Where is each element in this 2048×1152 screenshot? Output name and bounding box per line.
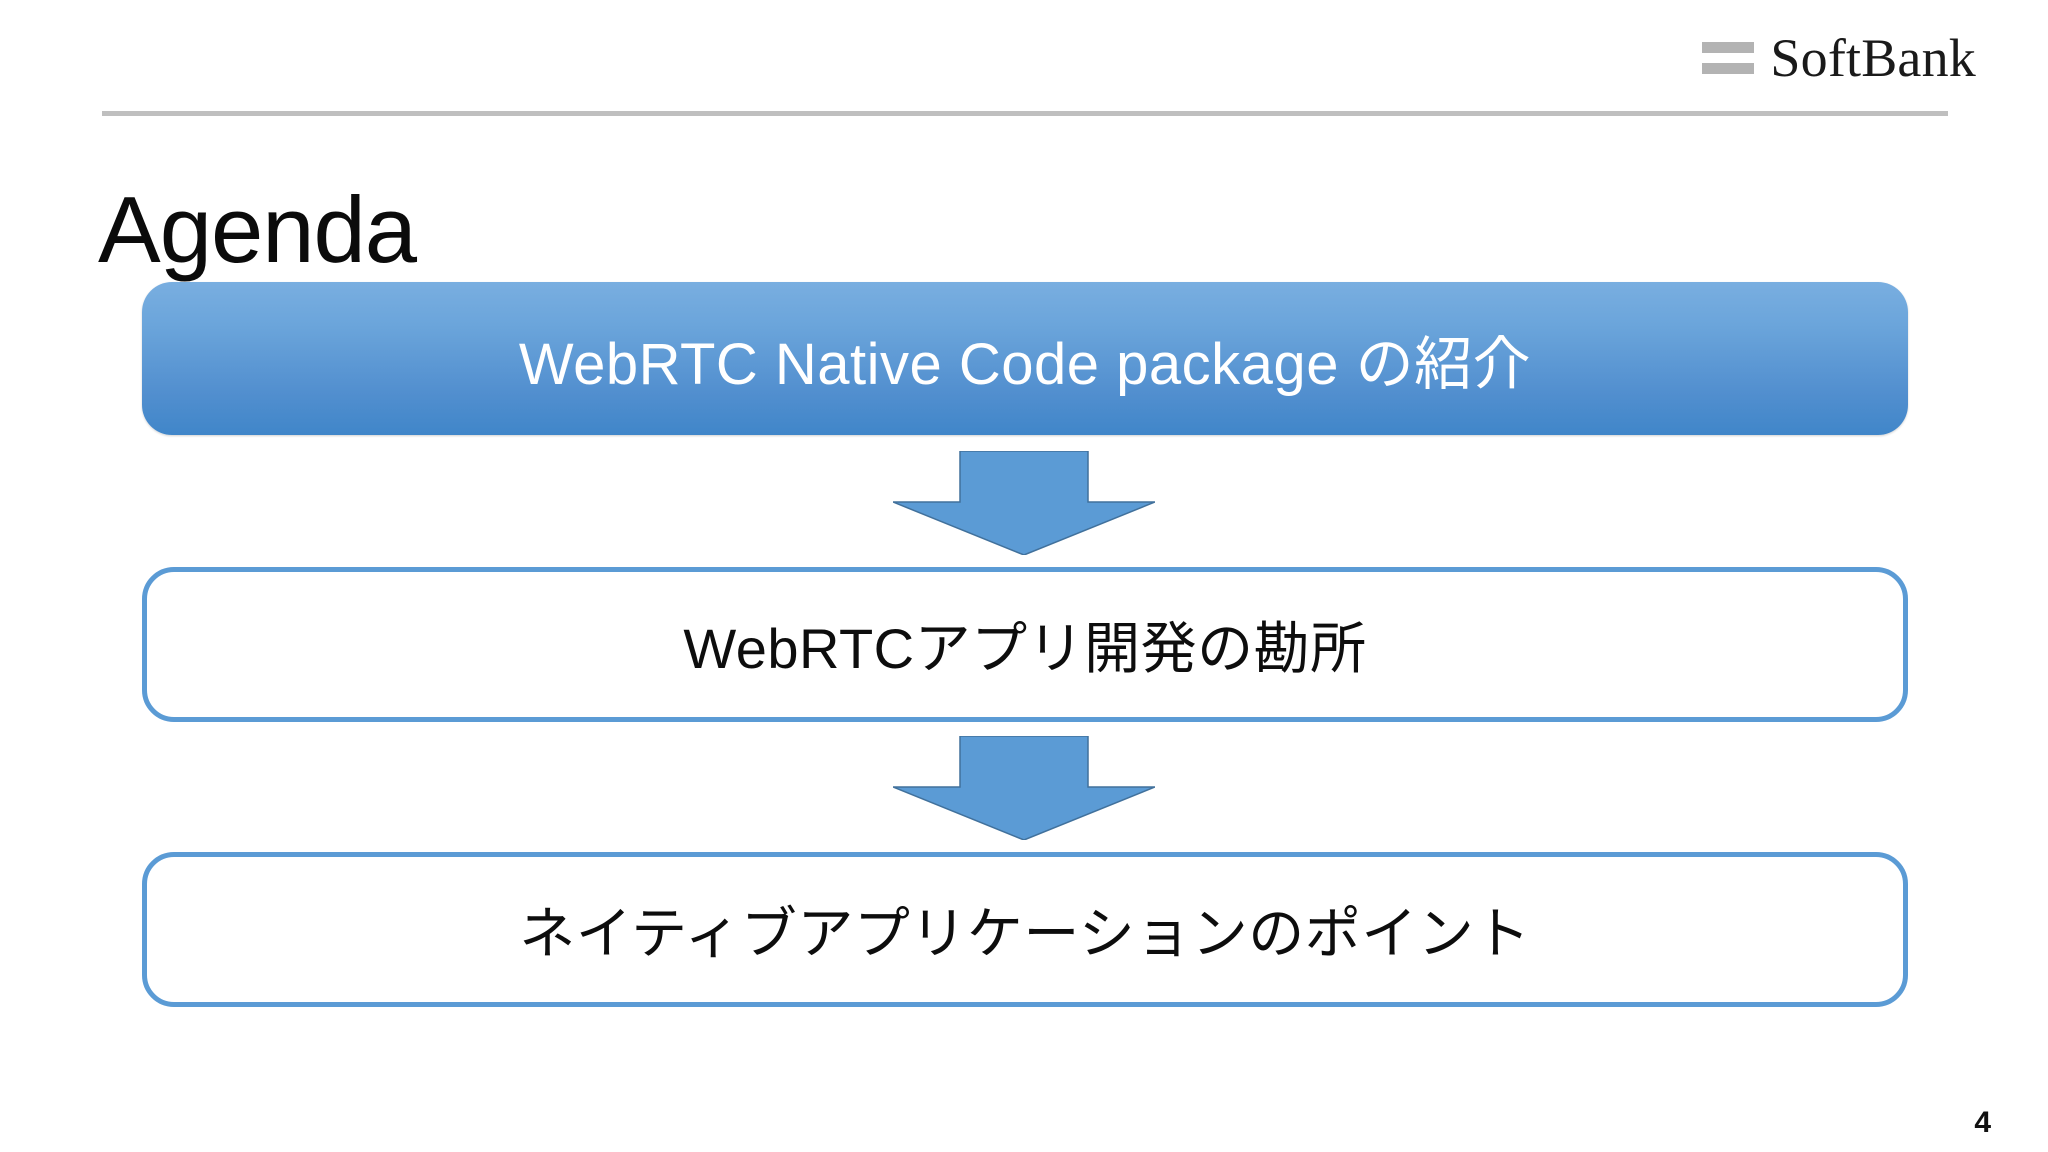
softbank-equals-icon [1702, 42, 1755, 74]
flow-step-1[interactable]: WebRTC Native Code package の紹介 [142, 282, 1908, 435]
flow-step-3-label: ネイティブアプリケーションのポイント [519, 902, 1531, 965]
softbank-logo: SoftBank [1702, 30, 1976, 86]
flow-step-3[interactable]: ネイティブアプリケーションのポイント [142, 852, 1908, 1007]
logo-bar-bottom [1702, 63, 1755, 74]
logo-bar-top [1702, 42, 1755, 53]
flow-step-2-label: WebRTCアプリ開発の勘所 [683, 617, 1367, 680]
flow-step-2[interactable]: WebRTCアプリ開発の勘所 [142, 567, 1908, 722]
arrow-down-icon-2 [893, 736, 1155, 840]
brand-name: SoftBank [1770, 28, 1976, 88]
page-number: 4 [1974, 1106, 1991, 1139]
flow-step-1-label: WebRTC Native Code package の紹介 [518, 331, 1532, 397]
page-title: Agenda [98, 176, 417, 282]
header-divider [102, 111, 1948, 116]
arrow-down-icon-1 [893, 451, 1155, 555]
